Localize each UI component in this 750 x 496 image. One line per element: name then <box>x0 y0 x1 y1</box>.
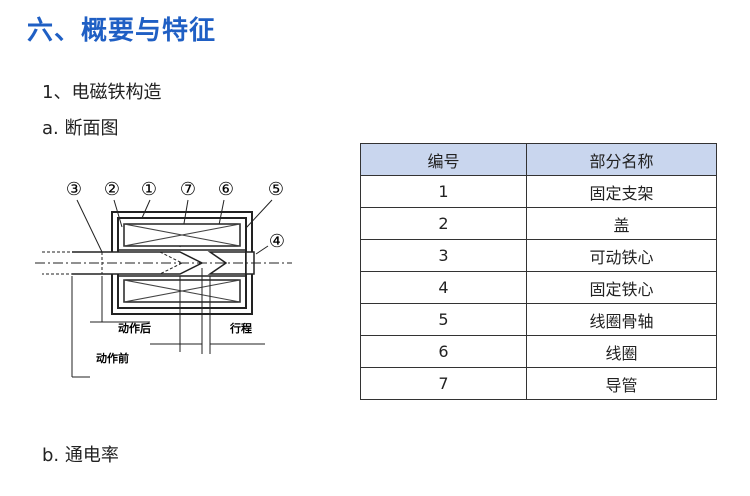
callout-2: ② <box>104 179 120 200</box>
cell-number: 5 <box>360 303 527 336</box>
svg-text:⑦: ⑦ <box>180 179 196 200</box>
table-row: 3 可动铁心 <box>360 239 717 272</box>
parts-table: 编号 部分名称 1 固定支架 2 盖 3 可动铁心 4 固定铁心 5 线圈骨轴 … <box>360 143 717 400</box>
svg-text:⑥: ⑥ <box>218 179 234 200</box>
guide-tube <box>118 249 246 277</box>
svg-text:②: ② <box>104 179 120 200</box>
cell-part-name: 线圈骨轴 <box>526 303 717 336</box>
table-row: 6 线圈 <box>360 335 717 368</box>
cell-number: 2 <box>360 207 527 240</box>
cell-number: 6 <box>360 335 527 368</box>
table-row: 2 盖 <box>360 207 717 240</box>
cell-part-name: 固定支架 <box>526 175 717 208</box>
callout-3: ③ <box>66 179 82 200</box>
table-header-row: 编号 部分名称 <box>360 143 717 176</box>
cell-part-name: 导管 <box>526 367 717 400</box>
column-header-part-name: 部分名称 <box>526 143 717 176</box>
svg-text:①: ① <box>141 179 157 200</box>
label-before-actuation: 动作前 <box>96 351 129 365</box>
label-after-actuation: 动作后 <box>118 321 151 335</box>
table-row: 7 导管 <box>360 367 717 400</box>
callout-5: ⑤ <box>268 179 284 200</box>
cell-part-name: 盖 <box>526 207 717 240</box>
cell-part-name: 线圈 <box>526 335 717 368</box>
callout-1: ① <box>141 179 157 200</box>
coil-upper <box>123 223 241 247</box>
table-row: 1 固定支架 <box>360 175 717 208</box>
section-title: 六、概要与特征 <box>27 16 217 46</box>
table-row: 4 固定铁心 <box>360 271 717 304</box>
part-b-label: b. 通电率 <box>42 445 119 466</box>
cell-number: 7 <box>360 367 527 400</box>
leader-lines <box>76 199 273 255</box>
dimension-lines <box>71 268 265 378</box>
column-header-number: 编号 <box>360 143 527 176</box>
callout-4: ④ <box>269 231 285 252</box>
solenoid-cross-section-diagram: ③ ② ① ⑦ ⑥ ⑤ ④ <box>35 179 292 378</box>
svg-text:⑤: ⑤ <box>268 179 284 200</box>
cell-number: 4 <box>360 271 527 304</box>
callout-7: ⑦ <box>180 179 196 200</box>
part-a-label: a. 断面图 <box>42 118 119 139</box>
cell-part-name: 固定铁心 <box>526 271 717 304</box>
cell-part-name: 可动铁心 <box>526 239 717 272</box>
svg-text:④: ④ <box>269 231 285 252</box>
callout-6: ⑥ <box>218 179 234 200</box>
coil-lower <box>123 279 241 303</box>
cell-number: 1 <box>360 175 527 208</box>
svg-text:③: ③ <box>66 179 82 200</box>
label-stroke: 行程 <box>229 321 252 335</box>
cell-number: 3 <box>360 239 527 272</box>
subsection-title: 1、电磁铁构造 <box>42 82 162 103</box>
table-row: 5 线圈骨轴 <box>360 303 717 336</box>
